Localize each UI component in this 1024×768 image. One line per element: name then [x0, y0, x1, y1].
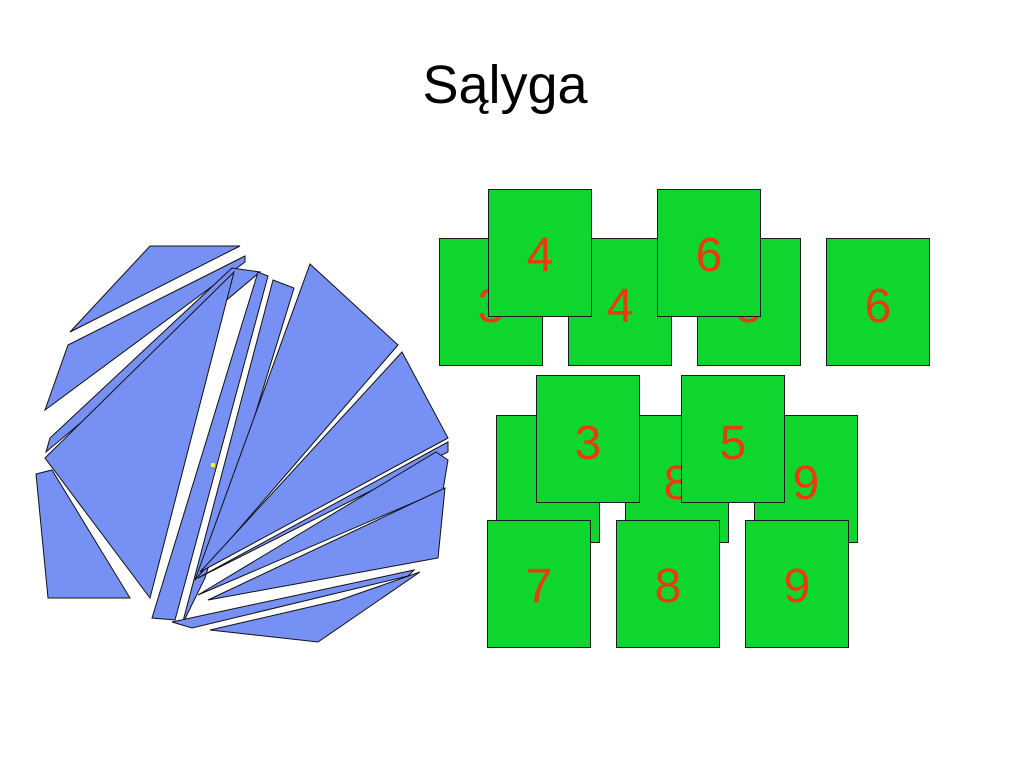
number-card[interactable]: 7 — [487, 520, 591, 648]
card-number: 6 — [695, 229, 723, 282]
card-number: 9 — [783, 560, 811, 613]
number-card[interactable]: 9 — [745, 520, 849, 648]
card-number: 3 — [574, 417, 602, 470]
card-number: 4 — [606, 280, 634, 333]
number-card[interactable]: 4 — [488, 189, 592, 317]
yellow-dot — [211, 463, 215, 467]
polygon-fragment — [35, 469, 131, 599]
polygon-fragment — [209, 571, 421, 643]
polygon-fragment — [171, 569, 416, 629]
number-card[interactable]: 6 — [826, 238, 930, 366]
polygon-fragment — [199, 351, 449, 573]
polygon-fragment — [151, 271, 269, 621]
number-card[interactable]: 5 — [681, 375, 785, 503]
card-number: 4 — [526, 229, 554, 282]
slide-title: Sąlyga — [422, 55, 588, 115]
polygon-fragment — [207, 487, 446, 601]
polygon-fragment — [194, 263, 399, 581]
card-number: 6 — [864, 280, 892, 333]
card-number: 9 — [792, 457, 820, 510]
number-card[interactable]: 8 — [616, 520, 720, 648]
card-number: 5 — [719, 417, 747, 470]
polygon-fragment — [197, 441, 449, 579]
polygon-fragment — [43, 255, 246, 412]
card-number: 8 — [654, 560, 682, 613]
number-card[interactable]: 6 — [657, 189, 761, 317]
polygon-fragment — [44, 270, 235, 600]
polygon-fragment — [69, 245, 241, 333]
card-number: 7 — [525, 560, 553, 613]
number-card[interactable]: 3 — [536, 375, 640, 503]
